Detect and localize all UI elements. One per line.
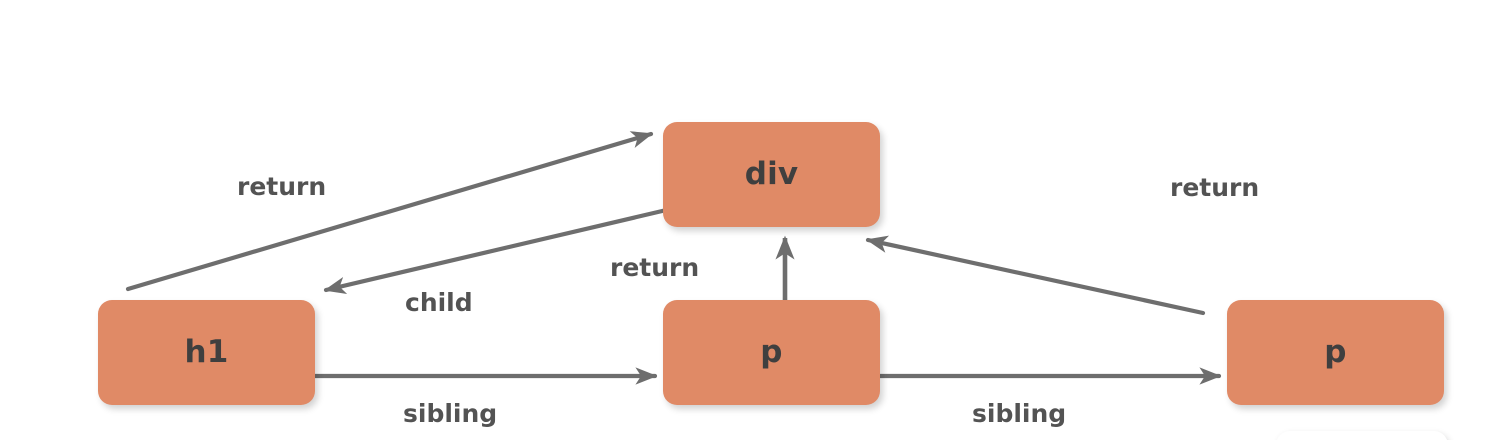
node-p-middle[interactable]: p (663, 300, 880, 405)
edge-label-return-h1-div: return (237, 172, 327, 201)
cutoff-node-bottom (1276, 431, 1448, 440)
node-h1[interactable]: h1 (98, 300, 315, 405)
node-h1-label: h1 (184, 334, 229, 370)
node-p-right-label: p (1324, 334, 1347, 370)
node-p-right[interactable]: p (1227, 300, 1444, 405)
edge-label-return-pmid-div: return (610, 253, 700, 282)
edge-label-child-div-h1: child (405, 288, 473, 317)
edge-pright-to-div (865, 235, 1206, 316)
node-p-middle-label: p (760, 334, 783, 370)
edge-label-return-pright-div: return (1170, 173, 1260, 202)
edge-label-sibling-h1-pmid: sibling (403, 399, 498, 428)
edge-h1-to-div (125, 131, 654, 292)
node-div-label: div (744, 156, 799, 192)
edge-label-sibling-pmid-pright: sibling (972, 399, 1067, 428)
node-div[interactable]: div (663, 122, 880, 227)
